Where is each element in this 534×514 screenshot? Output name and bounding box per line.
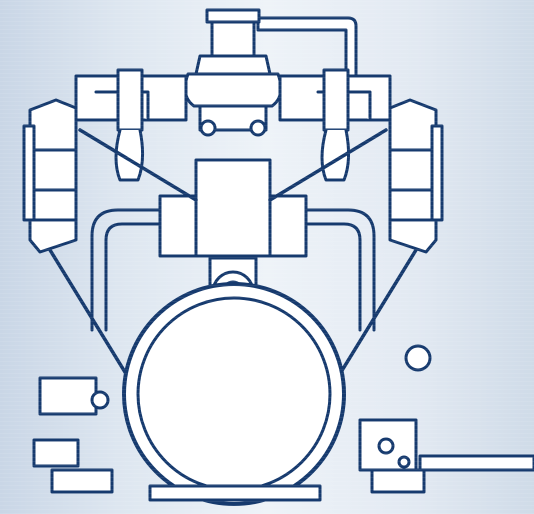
right-lower-accessories <box>358 344 432 494</box>
output-shaft <box>418 454 534 472</box>
charge-pipes <box>90 208 376 332</box>
right-manifold <box>388 98 444 254</box>
engine-base <box>148 484 322 502</box>
left-upper-housing <box>74 68 188 182</box>
right-upper-housing <box>278 68 392 182</box>
flywheel-housing <box>122 256 346 506</box>
center-housing <box>158 104 308 258</box>
left-lower-accessories <box>32 376 114 494</box>
left-manifold <box>22 98 78 254</box>
frame-struts <box>48 128 418 392</box>
